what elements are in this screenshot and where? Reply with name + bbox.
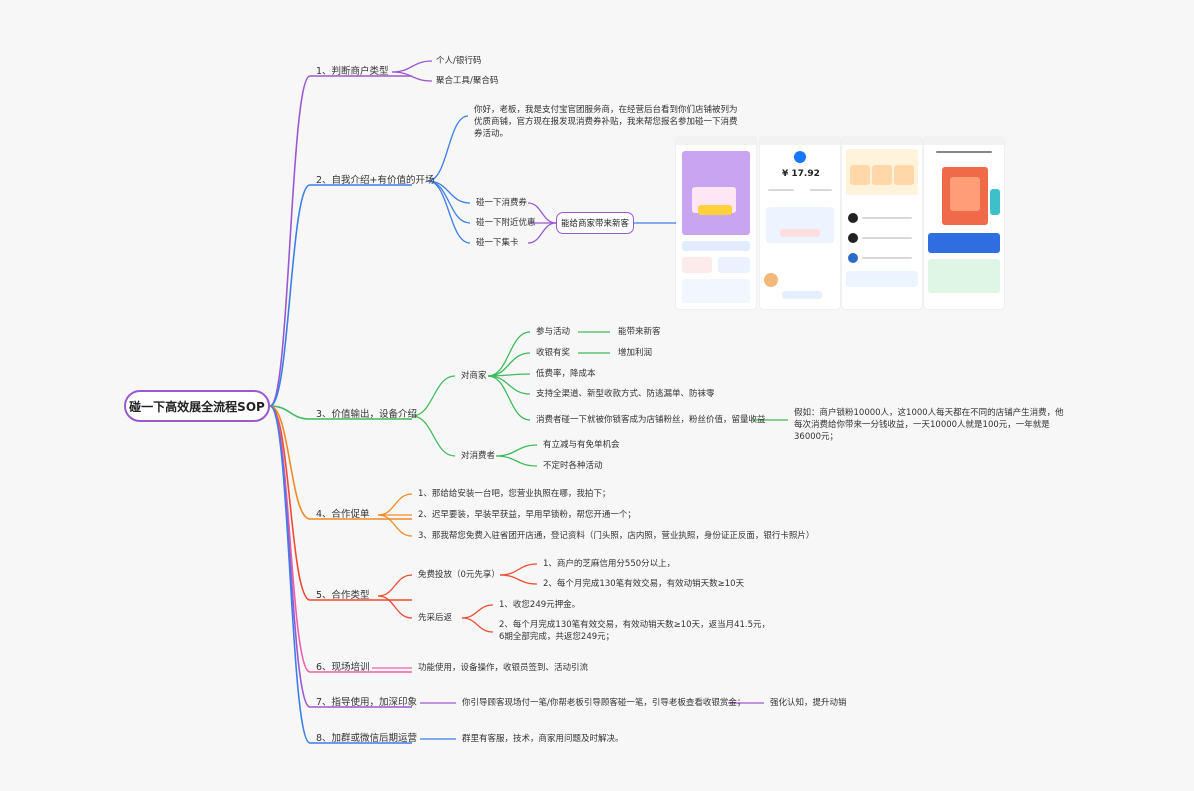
root-to-section-5-line — [269, 405, 311, 601]
s2-benefit-node[interactable]: 能给商家带来新客 — [556, 212, 634, 234]
s2-item-nearby[interactable]: 碰一下附近优惠 — [476, 218, 536, 228]
s4-item-3-line — [377, 514, 413, 537]
payment-amount: ¥ 17.92 — [782, 169, 820, 179]
s5-free-item-1[interactable]: 1、商户的芝麻信用分550分以上， — [543, 559, 676, 569]
s2-to-intro-line — [427, 115, 469, 182]
s3-result-new-customers[interactable]: 能带来新客 — [618, 327, 661, 337]
s5-deposit-item-1[interactable]: 1、收您249元押金。 — [499, 600, 581, 610]
s4-item-1[interactable]: 1、那给给安装一台吧，您营业执照在哪，我拍下； — [418, 489, 611, 499]
s3-to-consumer-line — [411, 415, 456, 457]
s3-consumer-label[interactable]: 对消费者 — [461, 451, 496, 461]
root-node[interactable]: 碰一下高效展全流程SOP — [124, 390, 270, 422]
merchant-item-4-line — [487, 375, 531, 395]
root-to-section-3-line — [269, 405, 311, 420]
cards-to-benefit-line — [527, 222, 557, 244]
merchant-item-2-line — [487, 352, 531, 377]
s4-item-2[interactable]: 2、迟早要装，早装早获益，早用早锁粉，帮您开通一个； — [418, 510, 636, 520]
screenshot-card-collect — [924, 137, 1004, 309]
s4-item-1-line — [377, 493, 413, 516]
s3-merchant-item-3[interactable]: 低费率，降成本 — [536, 369, 596, 379]
s3-result-profit[interactable]: 增加利润 — [618, 348, 653, 358]
s3-consumer-item-2[interactable]: 不定时各种活动 — [543, 461, 603, 471]
root-to-section-4-line — [269, 405, 311, 520]
s3-merchant-label[interactable]: 对商家 — [461, 371, 487, 381]
s3-example-note[interactable]: 假如：商户锁粉10000人，这1000人每天都在不同的店铺产生消费，他每次消费给… — [794, 408, 1064, 442]
s2-item-coupon[interactable]: 碰一下消费券 — [476, 198, 528, 208]
s2-intro-text[interactable]: 你好，老板，我是支付宝官团服务商，在经营后台看到你们店铺被列为优质商铺，官方现在… — [474, 105, 738, 139]
s1-to-child-2-line — [391, 71, 433, 82]
consumer-item-2-line — [495, 455, 538, 467]
screenshot-payment: ¥ 17.92 — [760, 137, 840, 309]
section-4-label[interactable]: 4、合作促单 — [316, 509, 370, 520]
s5-to-free-line — [377, 574, 413, 597]
s6-detail[interactable]: 功能使用，设备操作，收银员签到、活动引流 — [418, 663, 589, 673]
screenshot-nearby-deals — [842, 137, 922, 309]
s2-item-cards[interactable]: 碰一下集卡 — [476, 238, 519, 248]
s1-child-2[interactable]: 聚合工具/聚合码 — [436, 76, 499, 86]
s3-consumer-item-1[interactable]: 有立减与有免单机会 — [543, 440, 620, 450]
root-to-section-6-line — [269, 405, 311, 673]
deposit-item-1-line — [461, 604, 494, 619]
s5-deposit-item-2[interactable]: 2、每个月完成130笔有效交易，有效动销天数≥10天，返当月41.5元，6期全部… — [499, 620, 770, 642]
s5-free-item-2[interactable]: 2、每个月完成130笔有效交易，有效动销天数≥10天 — [543, 579, 745, 589]
s3-to-merchant-line — [411, 375, 456, 417]
s8-detail[interactable]: 群里有客服，技术，商家用问题及时解决。 — [462, 734, 624, 744]
s1-to-child-1-line — [391, 60, 433, 73]
free-item-2-line — [499, 574, 538, 585]
section-1-label[interactable]: 1、判断商户类型 — [316, 66, 389, 77]
root-to-section-1-line — [269, 75, 311, 407]
section-3-label[interactable]: 3、价值输出，设备介绍 — [316, 409, 418, 420]
s7-result[interactable]: 强化认知，提升动销 — [770, 698, 847, 708]
s3-merchant-item-1[interactable]: 参与活动 — [536, 327, 571, 337]
section-8-label[interactable]: 8、加群或微信后期运营 — [316, 733, 418, 744]
section-7-label[interactable]: 7、指导使用，加深印象 — [316, 697, 418, 708]
s3-merchant-item-4[interactable]: 支持全渠道、新型收款方式、防逃漏单、防袜零 — [536, 389, 715, 399]
s7-detail[interactable]: 你引导顾客现场付一笔/你帮老板引导顾客碰一笔，引导老板查看收银赏金； — [462, 698, 746, 708]
s2-to-cards-line — [427, 180, 471, 244]
deposit-item-2-line — [461, 617, 494, 633]
s3-merchant-item-5[interactable]: 消费者碰一下就被你锁客成为店铺粉丝，粉丝价值，留量收益 — [536, 415, 766, 425]
section-2-label[interactable]: 2、自我介绍+有价值的开场 — [316, 175, 435, 186]
section-6-label[interactable]: 6、现场培训 — [316, 662, 370, 673]
root-to-section-8-line — [269, 405, 311, 744]
free-item-1-line — [499, 563, 538, 576]
s4-item-3[interactable]: 3、那我帮您免费入驻省团开店通，登记资料（门头照，店内照，营业执照，身份证正反面… — [418, 531, 815, 541]
merchant-item-5-line — [487, 375, 531, 421]
s5-to-deposit-line — [377, 595, 413, 619]
s5-deposit-label[interactable]: 先采后返 — [418, 613, 453, 623]
s1-child-1[interactable]: 个人/银行码 — [436, 56, 482, 66]
root-to-section-2-line — [269, 184, 311, 407]
screenshot-coupon-poster — [676, 137, 756, 309]
s5-free-label[interactable]: 免费投放（0元先享） — [418, 570, 500, 580]
s3-merchant-item-2[interactable]: 收银有奖 — [536, 348, 571, 358]
consumer-item-1-line — [495, 444, 538, 457]
section-5-label[interactable]: 5、合作类型 — [316, 590, 370, 601]
